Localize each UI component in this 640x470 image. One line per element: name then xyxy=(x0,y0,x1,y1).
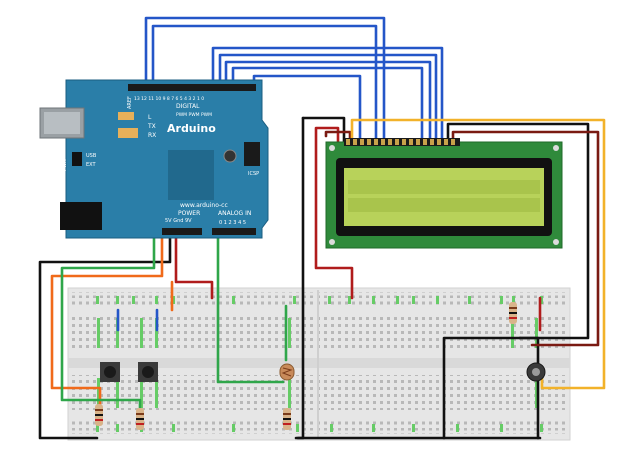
power-label: POWER xyxy=(178,210,200,217)
digital-pin-numbers: 13 12 11 10 9 8 7 6 5 4 3 2 1 0 xyxy=(134,96,204,102)
aref-label: AREF xyxy=(127,96,133,109)
blue-wire-bus xyxy=(116,16,444,332)
resistor-left xyxy=(95,404,103,426)
black-wire-ground xyxy=(38,116,590,440)
icsp-label: ICSP xyxy=(248,171,259,177)
arduino-logo-text: Arduino xyxy=(167,122,216,135)
resistor-right xyxy=(509,302,517,324)
power-pin-labels: 5V Gnd 9V xyxy=(165,218,192,224)
icsp-header xyxy=(244,142,260,166)
pwr-label: PWR xyxy=(62,159,68,171)
analog-in-label: ANALOG IN xyxy=(218,210,251,217)
power-jack xyxy=(60,202,102,230)
darkred-wire xyxy=(324,130,600,347)
reset-button xyxy=(223,149,237,163)
l-label: L xyxy=(148,114,152,121)
power-header xyxy=(162,228,202,235)
analog-pin-labels: 0 1 2 3 4 5 xyxy=(219,220,246,226)
photoresistor xyxy=(279,363,295,381)
arduino-board: Arduino www.arduino-cc DIGITAL POWER ANA… xyxy=(39,79,269,239)
lcd-screen xyxy=(344,168,544,226)
pwm-labels: PWM PWM PWM xyxy=(176,112,212,118)
resistor-photocell xyxy=(283,408,291,430)
breadboard xyxy=(67,287,571,441)
digital-header xyxy=(128,84,256,91)
ext-label: EXT xyxy=(86,162,96,168)
arduino-url: www.arduino-cc xyxy=(180,202,228,209)
resistor-middle xyxy=(136,408,144,430)
analog-header xyxy=(212,228,256,235)
digital-label: DIGITAL xyxy=(176,103,200,110)
push-button-right xyxy=(138,362,158,382)
rx-label: RX xyxy=(148,132,156,139)
wires xyxy=(38,16,606,440)
potentiometer xyxy=(526,362,546,382)
tx-label: TX xyxy=(147,123,156,130)
yellow-wire xyxy=(350,118,606,390)
push-button-left xyxy=(100,362,120,382)
lcd-module xyxy=(325,138,563,249)
usb-label: USB xyxy=(86,153,97,159)
